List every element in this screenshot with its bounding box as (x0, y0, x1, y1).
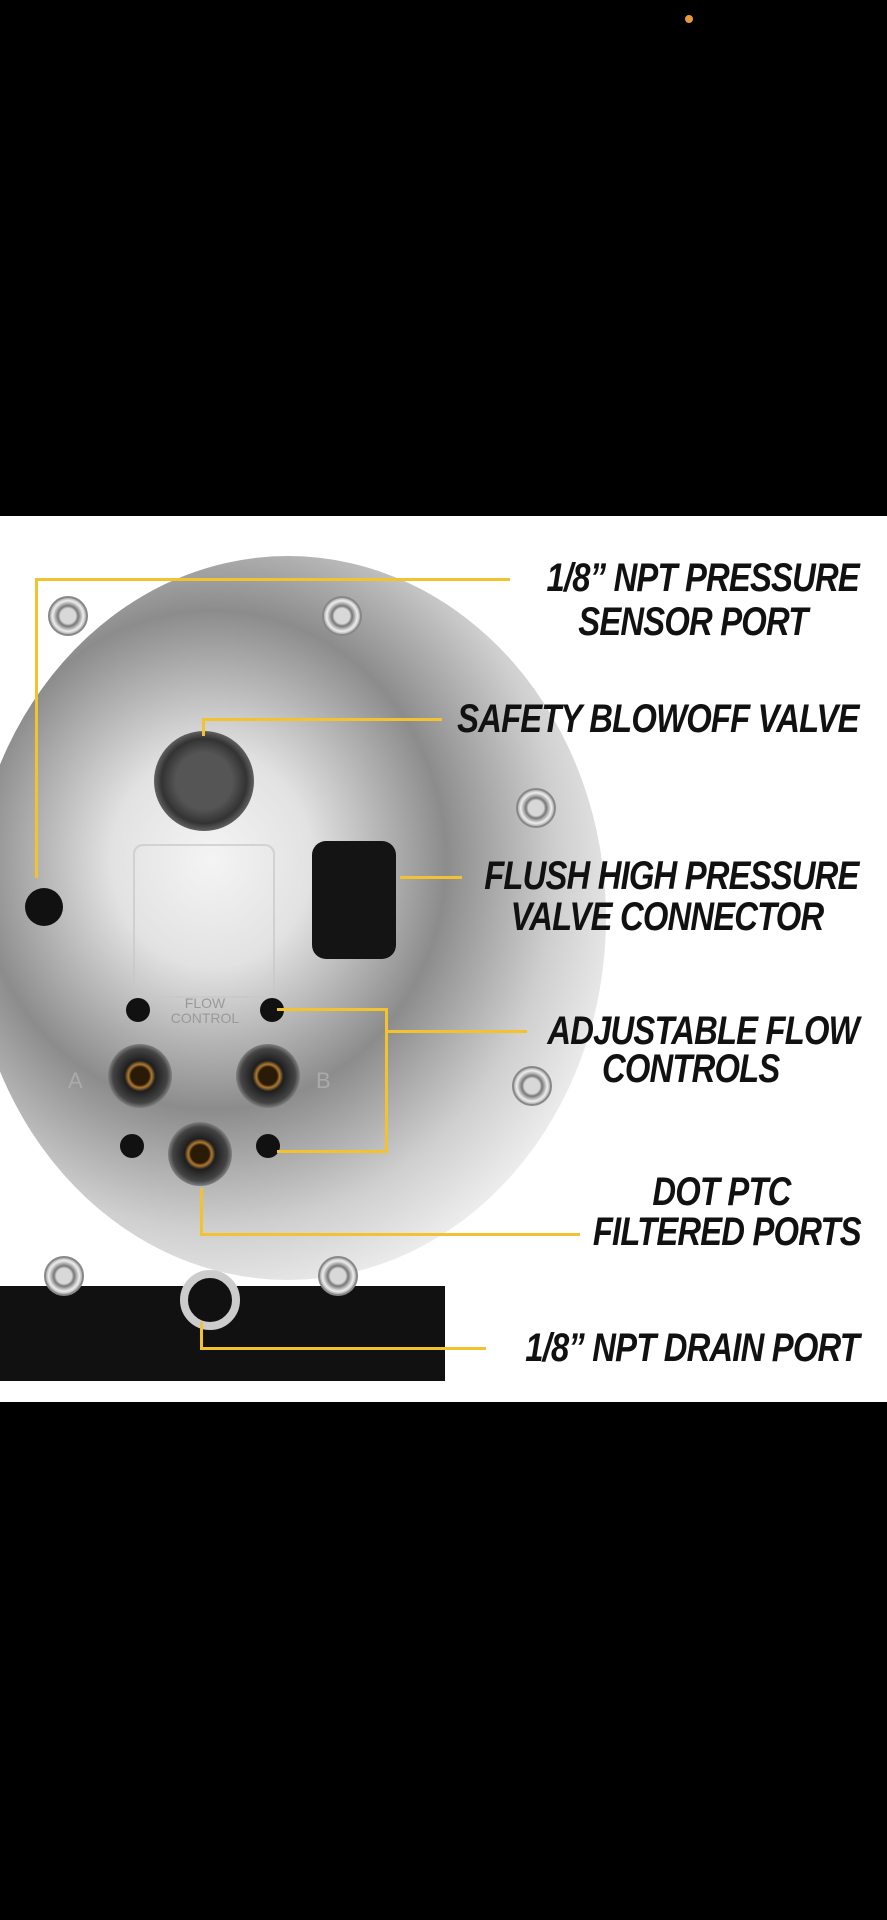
leader-line (35, 578, 510, 581)
leader-line (385, 1030, 527, 1033)
leader-line (385, 1008, 388, 1153)
leader-line (277, 1150, 387, 1153)
leader-line (200, 1188, 203, 1235)
leader-line (200, 1233, 580, 1236)
label-ptc-1: DOT PTC (652, 1170, 792, 1214)
valve-connector (312, 841, 396, 959)
leader-line (202, 718, 442, 721)
screw-icon (322, 596, 362, 636)
ptc-port-b (236, 1044, 300, 1108)
label-flow-2: CONTROLS (601, 1047, 780, 1091)
ptc-port-a (108, 1044, 172, 1108)
leader-line (202, 718, 205, 736)
leader-line (200, 1322, 203, 1349)
brand-logo (133, 844, 275, 998)
port-b-label: B (316, 1068, 331, 1093)
label-flow-1: ADJUSTABLE FLOW (547, 1009, 860, 1053)
leader-line (277, 1008, 387, 1011)
leader-line (200, 1347, 486, 1350)
flow-screw (120, 1134, 144, 1158)
manifold-faceplate (0, 556, 606, 1280)
blowoff-valve (154, 731, 254, 831)
flow-control-text: FLOW CONTROL (170, 995, 240, 1026)
label-ptc-2: FILTERED PORTS (593, 1210, 862, 1254)
leader-line (35, 578, 38, 878)
flow-screw (256, 1134, 280, 1158)
label-connector-2: VALVE CONNECTOR (510, 895, 824, 939)
screw-icon (516, 788, 556, 828)
ptc-port-exhaust (168, 1122, 232, 1186)
leader-line (400, 876, 462, 879)
screw-icon (48, 596, 88, 636)
label-pressure-sensor-1: 1/8” NPT PRESSURE (546, 556, 860, 600)
label-pressure-sensor-2: SENSOR PORT (577, 600, 808, 644)
screw-icon (512, 1066, 552, 1106)
notification-dot-icon (685, 15, 693, 23)
port-a-label: A (68, 1068, 83, 1093)
label-connector-1: FLUSH HIGH PRESSURE (484, 854, 860, 898)
label-blowoff: SAFETY BLOWOFF VALVE (457, 697, 859, 741)
pressure-sensor-port (25, 888, 63, 926)
product-photo: FLOW CONTROL A B 1/8” NPT PRESSURE SENSO… (0, 516, 887, 1402)
drain-port (180, 1270, 240, 1330)
label-drain: 1/8” NPT DRAIN PORT (525, 1326, 860, 1370)
screw-icon (318, 1256, 358, 1296)
flow-screw (126, 998, 150, 1022)
screw-icon (44, 1256, 84, 1296)
